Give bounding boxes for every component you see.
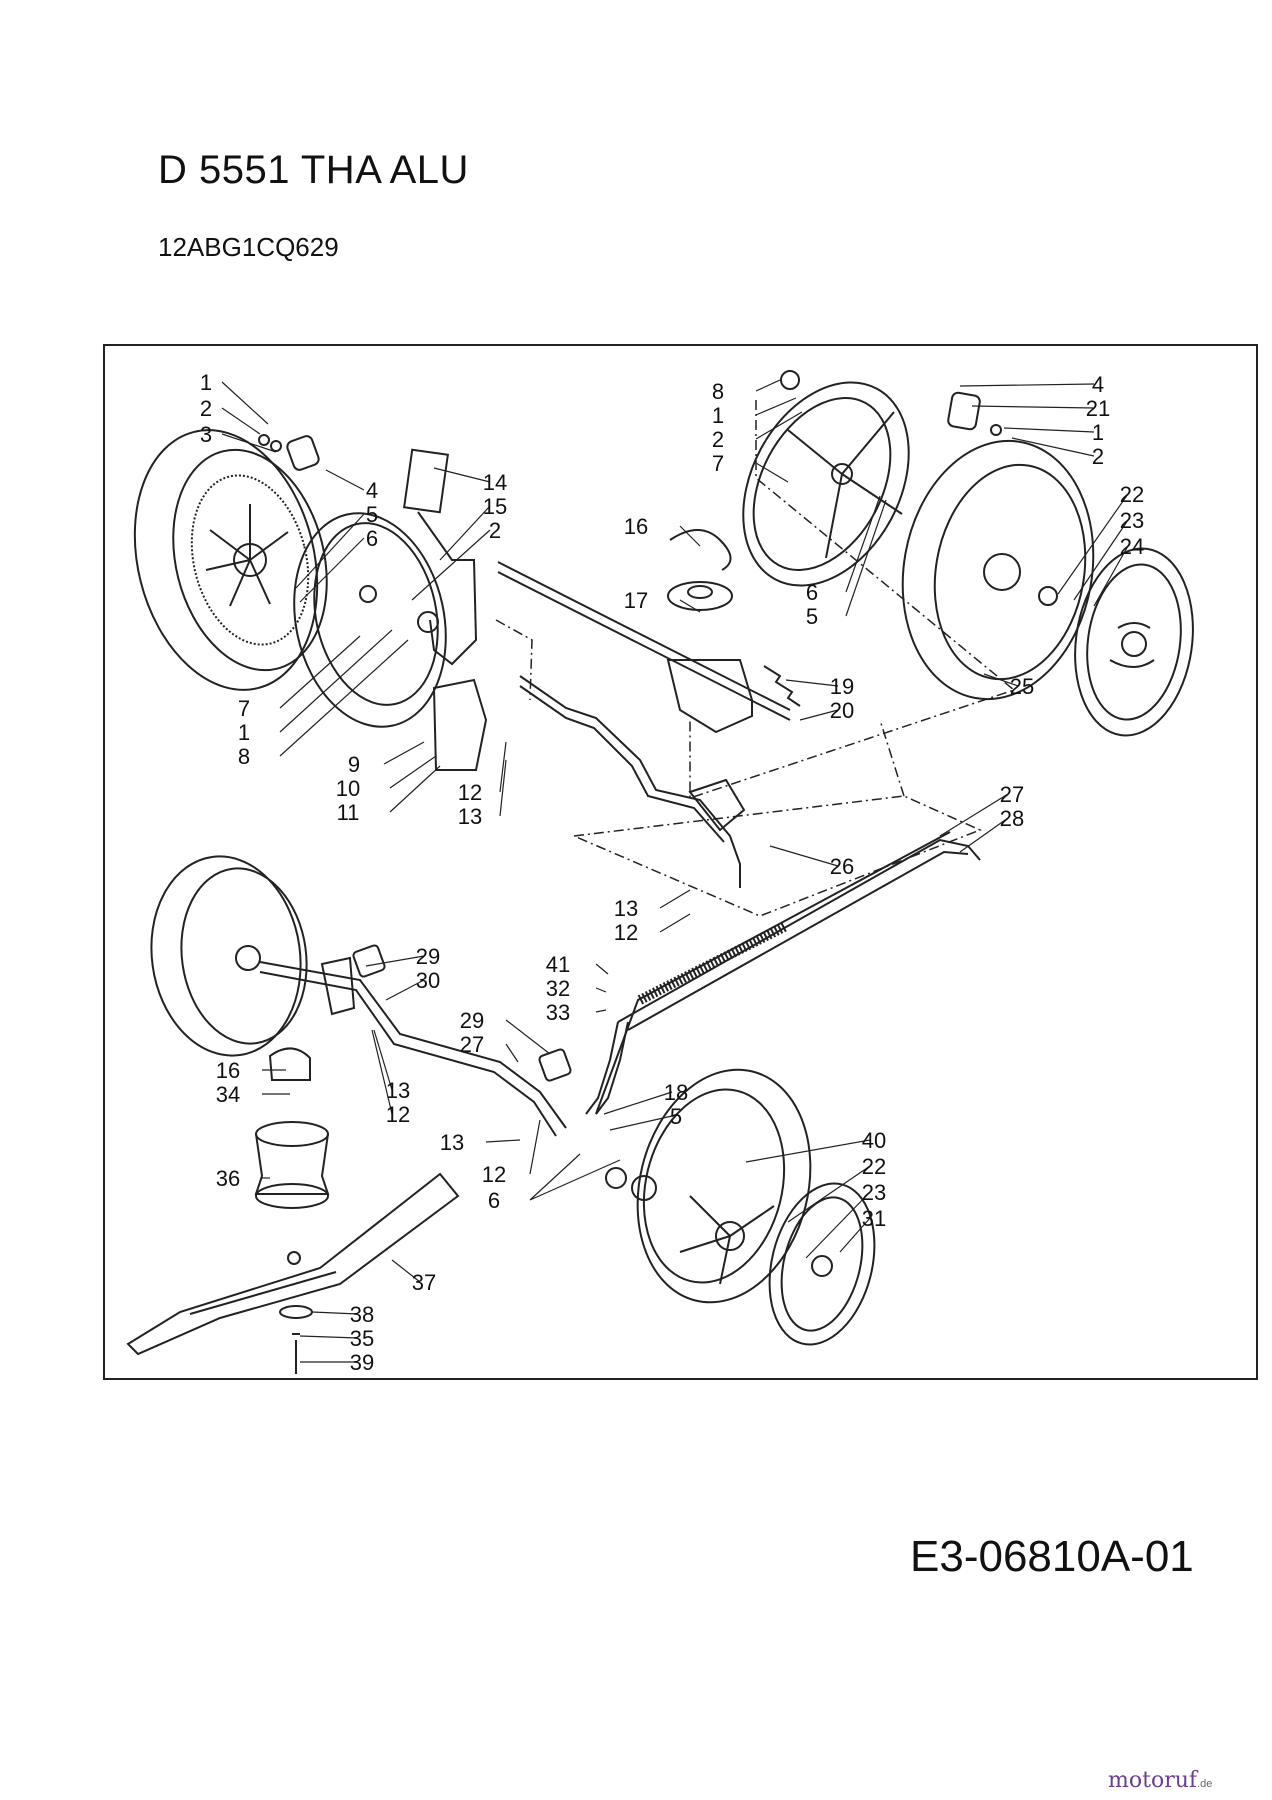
right-rear-hubcap (742, 370, 910, 587)
callout-38: 38 (350, 1302, 374, 1327)
callout-13: 13 (458, 804, 482, 829)
tension-spring (637, 921, 789, 1005)
callout-31: 31 (862, 1206, 886, 1231)
drive-axle (497, 561, 791, 721)
blade-adapter (254, 1047, 330, 1209)
model-number: 12ABG1CQ629 (158, 232, 339, 262)
callout-26: 26 (830, 854, 854, 879)
callout-15: 15 (483, 494, 507, 519)
diagram-frame (103, 344, 1258, 1380)
callout-18: 18 (664, 1080, 688, 1105)
callout-8: 8 (238, 744, 250, 769)
callout-22: 22 (862, 1154, 886, 1179)
rear-handle-bar (585, 831, 981, 1115)
callout-29: 29 (416, 944, 440, 969)
gearbox (666, 529, 801, 734)
callout-5: 5 (806, 604, 818, 629)
callout-19: 19 (830, 674, 854, 699)
callout-4: 4 (1092, 372, 1104, 397)
callout-6: 6 (806, 580, 818, 605)
brand-logo: motoruf.de (1108, 1768, 1212, 1793)
callout-4: 4 (366, 478, 378, 503)
callout-20: 20 (830, 698, 854, 723)
left-hubcap (293, 512, 447, 728)
right-rear-wheel-cover (1074, 547, 1194, 737)
callout-33: 33 (546, 1000, 570, 1025)
callout-14: 14 (483, 470, 507, 495)
assembly-dash-lines (495, 400, 1016, 917)
callout-2: 2 (712, 427, 724, 452)
callout-32: 32 (546, 976, 570, 1001)
left-rear-tire (133, 429, 328, 691)
callout-36: 36 (216, 1166, 240, 1191)
callout-3: 3 (200, 422, 212, 447)
callout-2: 2 (200, 396, 212, 421)
callout-2: 2 (1092, 444, 1104, 469)
callout-24: 24 (1120, 534, 1144, 559)
diagram-code: E3-06810A-01 (910, 1532, 1194, 1581)
height-adjust-rod (519, 675, 746, 888)
callout-1: 1 (712, 403, 724, 428)
axle-spacers (352, 944, 572, 1082)
callout-5: 5 (670, 1104, 682, 1129)
callout-8: 8 (712, 379, 724, 404)
callout-25: 25 (1010, 674, 1034, 699)
callout-7: 7 (238, 696, 250, 721)
callout-35: 35 (350, 1326, 374, 1351)
front-right-wheel (605, 1068, 812, 1304)
callout-30: 30 (416, 968, 440, 993)
callout-37: 37 (412, 1270, 436, 1295)
callout-11: 11 (337, 800, 360, 825)
page-title: D 5551 THA ALU (158, 148, 469, 192)
brand-name: motoruf (1108, 1768, 1198, 1793)
callout-1: 1 (1092, 420, 1104, 445)
right-drive-pinion (947, 391, 1002, 436)
callout-leader-lines (221, 379, 1129, 1363)
callout-21: 21 (1086, 396, 1110, 421)
callout-12: 12 (482, 1162, 506, 1187)
callout-13: 13 (440, 1130, 464, 1155)
callout-23: 23 (862, 1180, 886, 1205)
callout-34: 34 (216, 1082, 240, 1107)
callout-2: 2 (489, 518, 501, 543)
callout-27: 27 (460, 1032, 484, 1057)
mower-blade (126, 1172, 460, 1356)
callout-6: 6 (366, 526, 378, 551)
callout-17: 17 (624, 588, 648, 613)
callout-28: 28 (1000, 806, 1024, 831)
callout-7: 7 (712, 451, 724, 476)
right-rear-tire (901, 439, 1095, 701)
front-axle (259, 956, 567, 1137)
blade-bolt-set (279, 1305, 313, 1374)
callout-23: 23 (1120, 508, 1144, 533)
callout-1: 1 (200, 370, 212, 395)
callout-5: 5 (366, 502, 378, 527)
callout-13: 13 (386, 1078, 410, 1103)
callout-6: 6 (488, 1188, 500, 1213)
left-drive-pinion (258, 434, 320, 471)
height-adjust-lever (403, 448, 488, 771)
callout-12: 12 (386, 1102, 410, 1127)
callout-40: 40 (862, 1128, 886, 1153)
callout-1: 1 (238, 720, 250, 745)
callout-12: 12 (458, 780, 482, 805)
callout-12: 12 (614, 920, 638, 945)
callout-16: 16 (624, 514, 648, 539)
front-left-wheel (150, 855, 308, 1057)
front-right-wheel-cover (768, 1182, 876, 1346)
callout-41: 41 (546, 952, 570, 977)
brand-suffix: .de (1197, 1778, 1213, 1790)
callout-29: 29 (460, 1008, 484, 1033)
callout-27: 27 (1000, 782, 1024, 807)
callout-13: 13 (614, 896, 638, 921)
callout-16: 16 (216, 1058, 240, 1083)
callout-22: 22 (1120, 482, 1144, 507)
callout-10: 10 (336, 776, 360, 801)
callout-9: 9 (348, 752, 360, 777)
callout-39: 39 (350, 1350, 374, 1375)
